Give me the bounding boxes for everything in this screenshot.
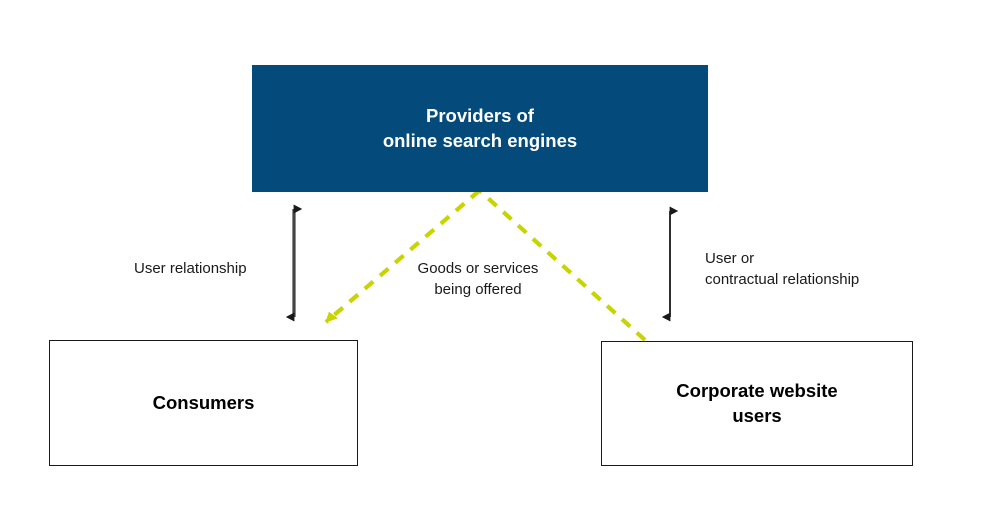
node-corporate-website-users[interactable]: Corporate website users <box>601 341 913 466</box>
node-corporate-website-users-label: Corporate website users <box>676 379 838 426</box>
node-search-engine-providers-label: Providers of online search engines <box>382 104 578 151</box>
node-search-engine-providers[interactable]: Providers of online search engines <box>252 65 708 192</box>
edge-label-user-contractual: User or contractual relationship <box>705 250 860 288</box>
node-consumers-label: Consumers <box>152 391 255 413</box>
edge-label-user-relationship: User relationship <box>134 260 247 277</box>
node-consumers[interactable]: Consumers <box>49 340 358 466</box>
edge-label-goods-services: Goods or services being offered <box>417 260 539 298</box>
